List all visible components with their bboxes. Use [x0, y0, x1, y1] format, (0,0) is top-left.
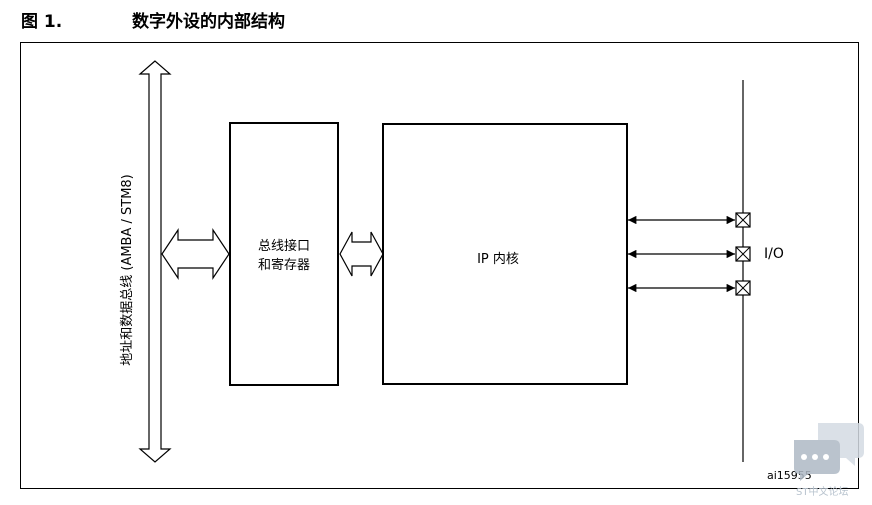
- interface-to-core-arrow: [339, 231, 384, 277]
- figure-title: 数字外设的内部结构: [132, 12, 285, 32]
- bus-to-interface-arrow: [161, 228, 230, 280]
- bus-interface-block: [229, 122, 339, 386]
- figure-number: 图 1.: [21, 12, 63, 32]
- ip-core-label: IP 内核: [477, 251, 519, 267]
- bus-label: 地址和数据总线 (AMBA / STM8): [120, 174, 135, 366]
- watermark-text: ST中文论坛: [796, 487, 849, 498]
- io-pin-2: [735, 246, 751, 262]
- io-label: I/O: [764, 246, 784, 262]
- io-pin-3: [735, 280, 751, 296]
- ip-core-block: [382, 123, 628, 385]
- diagram-frame: [20, 42, 859, 489]
- io-pin-1: [735, 212, 751, 228]
- address-data-bus-arrow: [138, 60, 172, 463]
- bus-interface-label-line2: 和寄存器: [258, 257, 310, 273]
- chat-bubble-icon: [794, 423, 864, 481]
- bus-interface-label-line1: 总线接口: [258, 238, 310, 254]
